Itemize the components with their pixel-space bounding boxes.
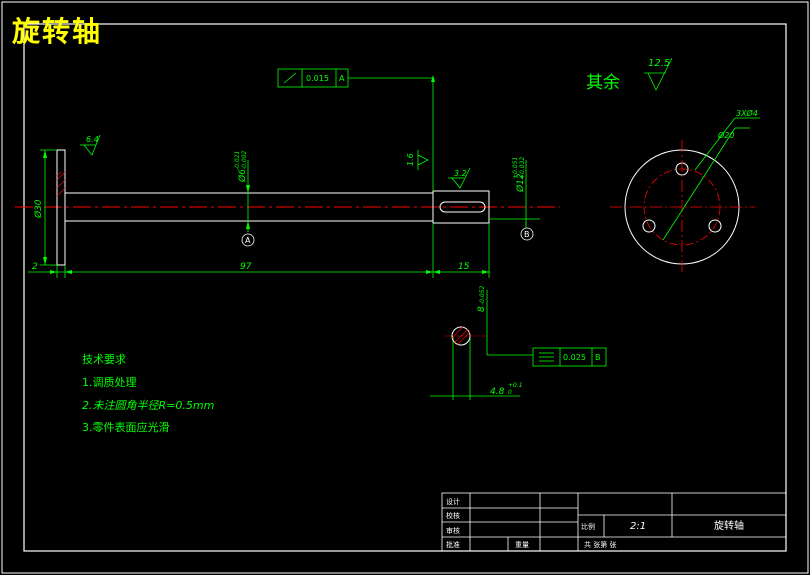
tb-label-check: 校核 — [446, 511, 460, 520]
svg-text:A: A — [245, 236, 251, 245]
holes-label: 3XØ4 — [736, 108, 758, 118]
dimensions — [28, 77, 540, 400]
roughness-symbols — [80, 57, 673, 189]
datum-b: B — [520, 222, 534, 241]
notes-heading: 技术要求 — [82, 353, 126, 366]
tb-scale-label: 比例 — [581, 522, 595, 531]
symmetry-tolerance-frame — [532, 347, 607, 367]
datum-a: A — [241, 233, 255, 247]
shaft-end — [432, 190, 490, 224]
general-roughness-label: 其余 — [586, 73, 620, 93]
pcd-label: Ø20 — [717, 130, 734, 140]
journal-dia-text: Ø6 — [237, 169, 248, 183]
tb-weight-label: 重量 — [515, 541, 529, 549]
end-tol-lower: +0.032 — [519, 157, 526, 179]
dimension-texts: Ø30 2 97 15 Ø6 -0.021 -0.002 Ø12 +0.051 … — [32, 150, 526, 397]
drawing-frame — [23, 23, 787, 552]
keyway-depth-text: 8 — [477, 306, 487, 312]
hole-right — [708, 219, 722, 233]
symmetry-datum: B — [595, 353, 601, 362]
title-block — [441, 492, 787, 552]
note-1: 1.调质处理 — [82, 376, 137, 389]
journal-roughness-value: 1.6 — [406, 153, 415, 166]
dimension-arrows — [43, 75, 489, 274]
journal-tol-lower: -0.002 — [241, 150, 248, 170]
technical-notes: 技术要求 1.调质处理 2.未注圆角半径R=0.5mm 3.零件表面应光滑 — [82, 353, 214, 434]
tb-label-approve: 批准 — [446, 540, 460, 549]
note-3: 3.零件表面应光滑 — [82, 420, 170, 434]
end-length-text: 15 — [458, 262, 470, 272]
keyway-slot — [439, 201, 486, 213]
symmetry-value: 0.025 — [563, 353, 586, 362]
end-tol-upper: +0.051 — [512, 157, 519, 179]
runout-value: 0.015 — [306, 74, 329, 83]
face-roughness-value: 6.4 — [86, 135, 99, 144]
tb-label-design: 设计 — [446, 497, 460, 506]
shaft-length-text: 97 — [240, 262, 252, 272]
runout-tolerance-frame — [277, 68, 349, 88]
drawing-title: 旋转轴 — [12, 15, 103, 48]
end-dia-text: Ø12 — [515, 173, 526, 193]
svg-text:B: B — [524, 230, 530, 239]
keyway-width-text: 4.8 — [490, 387, 505, 397]
keyway-section — [445, 326, 490, 346]
end-view — [610, 117, 760, 272]
flange — [56, 149, 66, 266]
flange-thickness-text: 2 — [32, 262, 38, 272]
general-roughness-value: 12.5 — [648, 58, 670, 69]
runout-datum: A — [339, 74, 345, 83]
note-2: 2.未注圆角半径R=0.5mm — [82, 399, 214, 412]
tb-label-review: 审核 — [446, 526, 460, 535]
shaft-front-view — [15, 149, 560, 266]
flange-hatch — [56, 171, 66, 197]
keyway-roughness-value: 3.2 — [454, 169, 467, 178]
tb-scale-value: 2:1 — [630, 521, 646, 532]
journal-tol-upper: -0.021 — [234, 151, 241, 170]
flange-dia-text: Ø30 — [33, 199, 44, 219]
title-block-text: 设计 校核 审核 批准 重量 比例 2:1 旋转轴 共 张第 张 — [446, 497, 744, 549]
keyway-width-tol2: 0 — [508, 389, 512, 396]
tb-part-name: 旋转轴 — [714, 519, 744, 532]
tb-sheet-info: 共 张第 张 — [584, 540, 616, 549]
keyway-width-tol: +0.1 — [508, 382, 523, 389]
keyway-depth-tol: -0.052 — [479, 285, 486, 305]
hole-left — [642, 219, 656, 233]
